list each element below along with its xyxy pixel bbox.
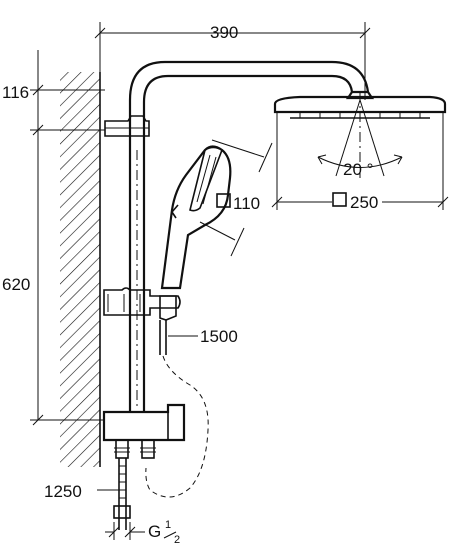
hand-shower-holder xyxy=(103,287,181,321)
shower-riser xyxy=(128,60,370,412)
wall-bracket-top xyxy=(104,115,150,137)
dim-110-label: 110 xyxy=(233,194,260,213)
connection-g-label: G xyxy=(148,522,161,541)
angle-20-label: 20 ° xyxy=(343,160,373,179)
left-dimension-lines xyxy=(30,50,105,426)
hand-shower xyxy=(160,139,273,290)
connection-fraction-numerator: 1 xyxy=(165,519,171,531)
dim-390-label: 390 xyxy=(210,23,238,42)
head-shower xyxy=(273,90,447,178)
supply-hose xyxy=(97,458,131,530)
dim-1250-label: 1250 xyxy=(44,482,82,501)
dim-250-label: 250 xyxy=(350,193,378,212)
connection-nozzles xyxy=(114,439,156,459)
top-dimension-390 xyxy=(94,22,371,100)
dim-620-label: 620 xyxy=(2,275,30,294)
dim-116-label: 116 xyxy=(2,83,29,102)
wall xyxy=(60,72,101,467)
thermostat-body xyxy=(102,403,186,442)
connection-fraction-denominator: 2 xyxy=(174,534,180,546)
dim-1500-label: 1500 xyxy=(200,327,238,346)
hand-shower-hose xyxy=(145,320,209,498)
connection-fraction-bar xyxy=(163,531,177,539)
connection-dimension xyxy=(105,522,145,540)
head-shower-dimension xyxy=(271,112,449,210)
